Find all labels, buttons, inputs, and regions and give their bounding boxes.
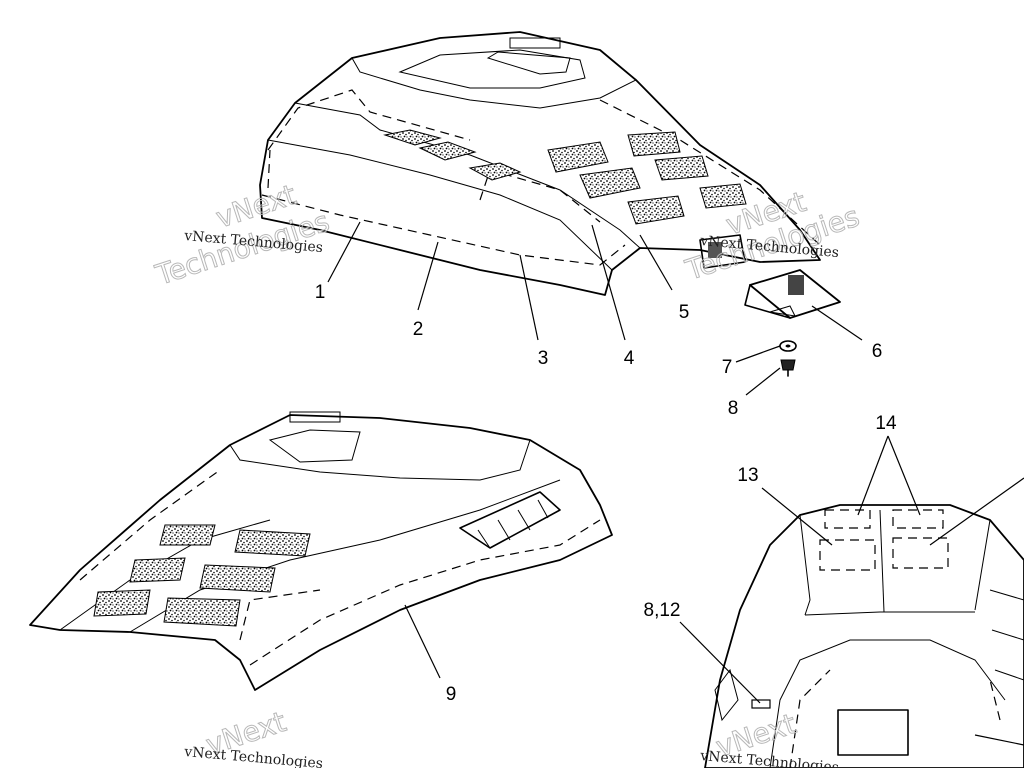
hood-bottom-right [704,504,1024,768]
callout-3: 3 [538,348,549,369]
callout-labels: 1 2 3 4 5 6 7 8 9 13 14 8,12 [315,282,897,705]
hood-bottom-left [29,411,613,691]
washer-part-7 [779,340,797,352]
hood-top-outline [259,31,821,296]
callout-8-12: 8,12 [644,600,681,621]
bracket-part-6 [744,269,841,319]
hood-bottom-left-vents [93,524,311,627]
hood-top-vents [383,129,747,225]
screw-part-8 [780,359,796,377]
hood-top-assembly [211,31,821,471]
callout-6: 6 [872,341,883,362]
leader-lines [327,221,1024,746]
callout-5: 5 [679,302,690,323]
hood-bottom-right-outline [704,504,1024,768]
callout-2: 2 [413,319,424,340]
callout-4: 4 [624,348,635,369]
callout-13: 13 [737,465,758,486]
callout-14: 14 [875,413,897,434]
callout-8: 8 [728,398,739,419]
callout-1: 1 [315,282,326,303]
callout-7: 7 [722,357,733,378]
watermark-left-bottom: vNext vNext Technologies [183,704,324,768]
callout-9: 9 [446,684,457,705]
